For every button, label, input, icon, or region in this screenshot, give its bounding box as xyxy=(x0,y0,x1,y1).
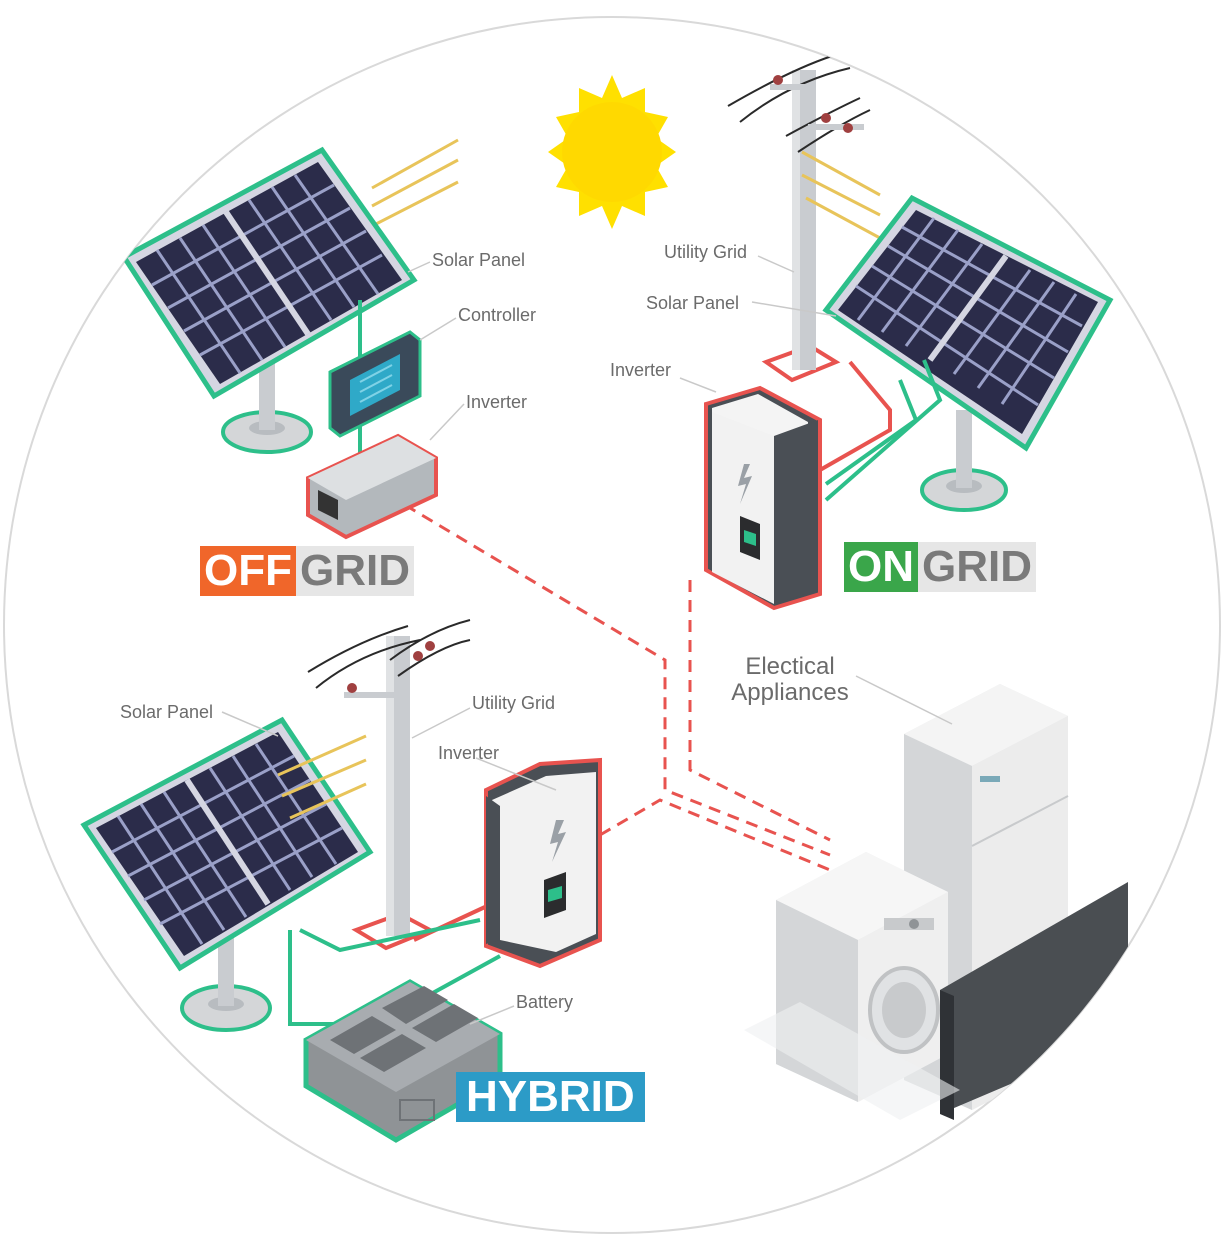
offgrid-inverter xyxy=(306,433,438,540)
offgrid-panel-stand xyxy=(221,340,313,454)
ongrid-panel-stand xyxy=(920,410,1008,512)
ongrid-utility-pole xyxy=(727,55,871,383)
ongrid-badge-accent: ON xyxy=(844,542,918,592)
offgrid-inverter-label: Inverter xyxy=(466,392,528,412)
hybrid-utility-grid-label: Utility Grid xyxy=(472,693,556,713)
ac-connection-dashed xyxy=(404,503,831,872)
hybrid-battery xyxy=(303,979,503,1143)
offgrid-badge-accent: OFF xyxy=(200,546,296,596)
ongrid-inverter-label: Inverter xyxy=(610,360,672,380)
sun-rays-offgrid xyxy=(371,138,459,226)
sun-icon xyxy=(548,75,676,229)
hybrid-battery-label: Battery xyxy=(516,992,574,1012)
hybrid-inverter xyxy=(484,757,602,969)
hybrid-badge-text: HYBRID xyxy=(456,1072,645,1122)
offgrid-badge: OFF GRID xyxy=(200,546,414,596)
hybrid-inverter-label: Inverter xyxy=(438,743,500,763)
offgrid-controller-label: Controller xyxy=(458,305,537,325)
hybrid-badge: HYBRID xyxy=(456,1072,645,1122)
appliances-label: Electical Appliances xyxy=(720,654,860,706)
hybrid-solar-panel-label: Solar Panel xyxy=(120,702,214,722)
ongrid-badge-rest: GRID xyxy=(918,542,1036,592)
hybrid-solar-panel xyxy=(80,716,374,972)
ongrid-solar-panel xyxy=(822,194,1114,452)
offgrid-badge-rest: GRID xyxy=(295,546,414,596)
appliances-label-line2: Appliances xyxy=(731,679,849,706)
ongrid-utility-grid-label: Utility Grid xyxy=(664,242,748,262)
ongrid-badge: ON GRID xyxy=(844,542,1036,592)
ongrid-solar-panel-label: Solar Panel xyxy=(646,293,740,313)
offgrid-solar-panel xyxy=(120,146,418,400)
ongrid-inverter xyxy=(704,385,822,611)
offgrid-controller xyxy=(328,330,422,438)
offgrid-solar-panel-label: Solar Panel xyxy=(432,250,526,270)
appliances-label-line1: Electical xyxy=(745,653,835,680)
